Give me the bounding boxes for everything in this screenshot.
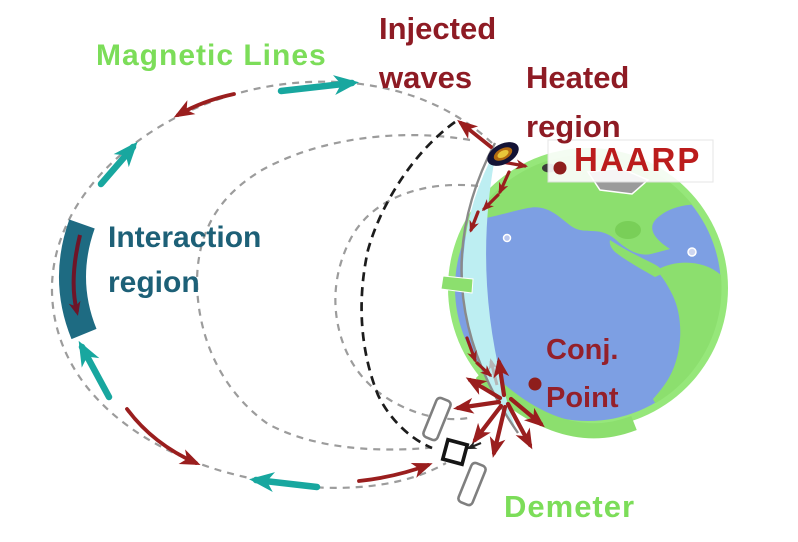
label-heated-region: Heated region <box>526 53 629 151</box>
label-interaction-region: Interaction region <box>108 215 261 305</box>
field-line-inner <box>334 183 479 421</box>
island-west <box>502 233 512 243</box>
satellite-pointer-arrow <box>466 441 482 450</box>
red-arrow-top-left <box>173 92 236 118</box>
label-conj-point-line1: Conj. <box>546 334 619 366</box>
conj-point-dot-icon <box>528 377 542 391</box>
label-haarp: HAARP <box>574 141 702 178</box>
label-conj-point-line2: Point <box>546 382 619 414</box>
label-injected-waves-line1: Injected <box>379 11 497 46</box>
teal-arrow-upper-left <box>97 141 138 188</box>
haarp-dot-icon <box>553 161 567 175</box>
teal-arrow-bottom <box>249 472 321 492</box>
label-injected-waves-line2: waves <box>379 60 473 95</box>
red-arrow-bottom-left <box>125 407 201 466</box>
heated-region-spot-icon <box>487 142 519 166</box>
label-interaction-region-line2: region <box>108 266 200 299</box>
red-arrow-injected <box>457 119 493 149</box>
label-conj-point: Conj. Point <box>546 326 619 422</box>
label-demeter: Demeter <box>504 489 636 524</box>
globe-ocean <box>455 155 721 421</box>
label-injected-waves: Injected waves <box>379 4 496 102</box>
label-interaction-region-line1: Interaction <box>108 221 262 254</box>
label-heated-region-line1: Heated <box>526 60 630 95</box>
field-line-middle <box>195 133 471 451</box>
red-arrow-to-satellite <box>357 462 433 483</box>
teal-arrow-lower-left <box>78 340 113 401</box>
satellite-icon <box>422 396 487 507</box>
island-caribbean <box>687 247 697 257</box>
label-magnetic-lines: Magnetic Lines <box>96 39 327 72</box>
interaction-region-bar <box>58 219 97 340</box>
interaction-bar-arrow <box>68 234 82 316</box>
haarp-label-box <box>547 139 714 183</box>
radiated-waves-arrows <box>453 357 545 458</box>
continent-central-america <box>609 240 664 277</box>
wave-direction-arrows <box>125 92 493 483</box>
forest-patch <box>615 221 641 239</box>
ionosphere-land-band <box>440 275 474 294</box>
field-direction-arrows <box>78 75 359 492</box>
teal-arrow-top <box>277 75 359 95</box>
wave-propagation-path <box>360 120 456 450</box>
label-heated-region-line2: region <box>526 109 621 144</box>
